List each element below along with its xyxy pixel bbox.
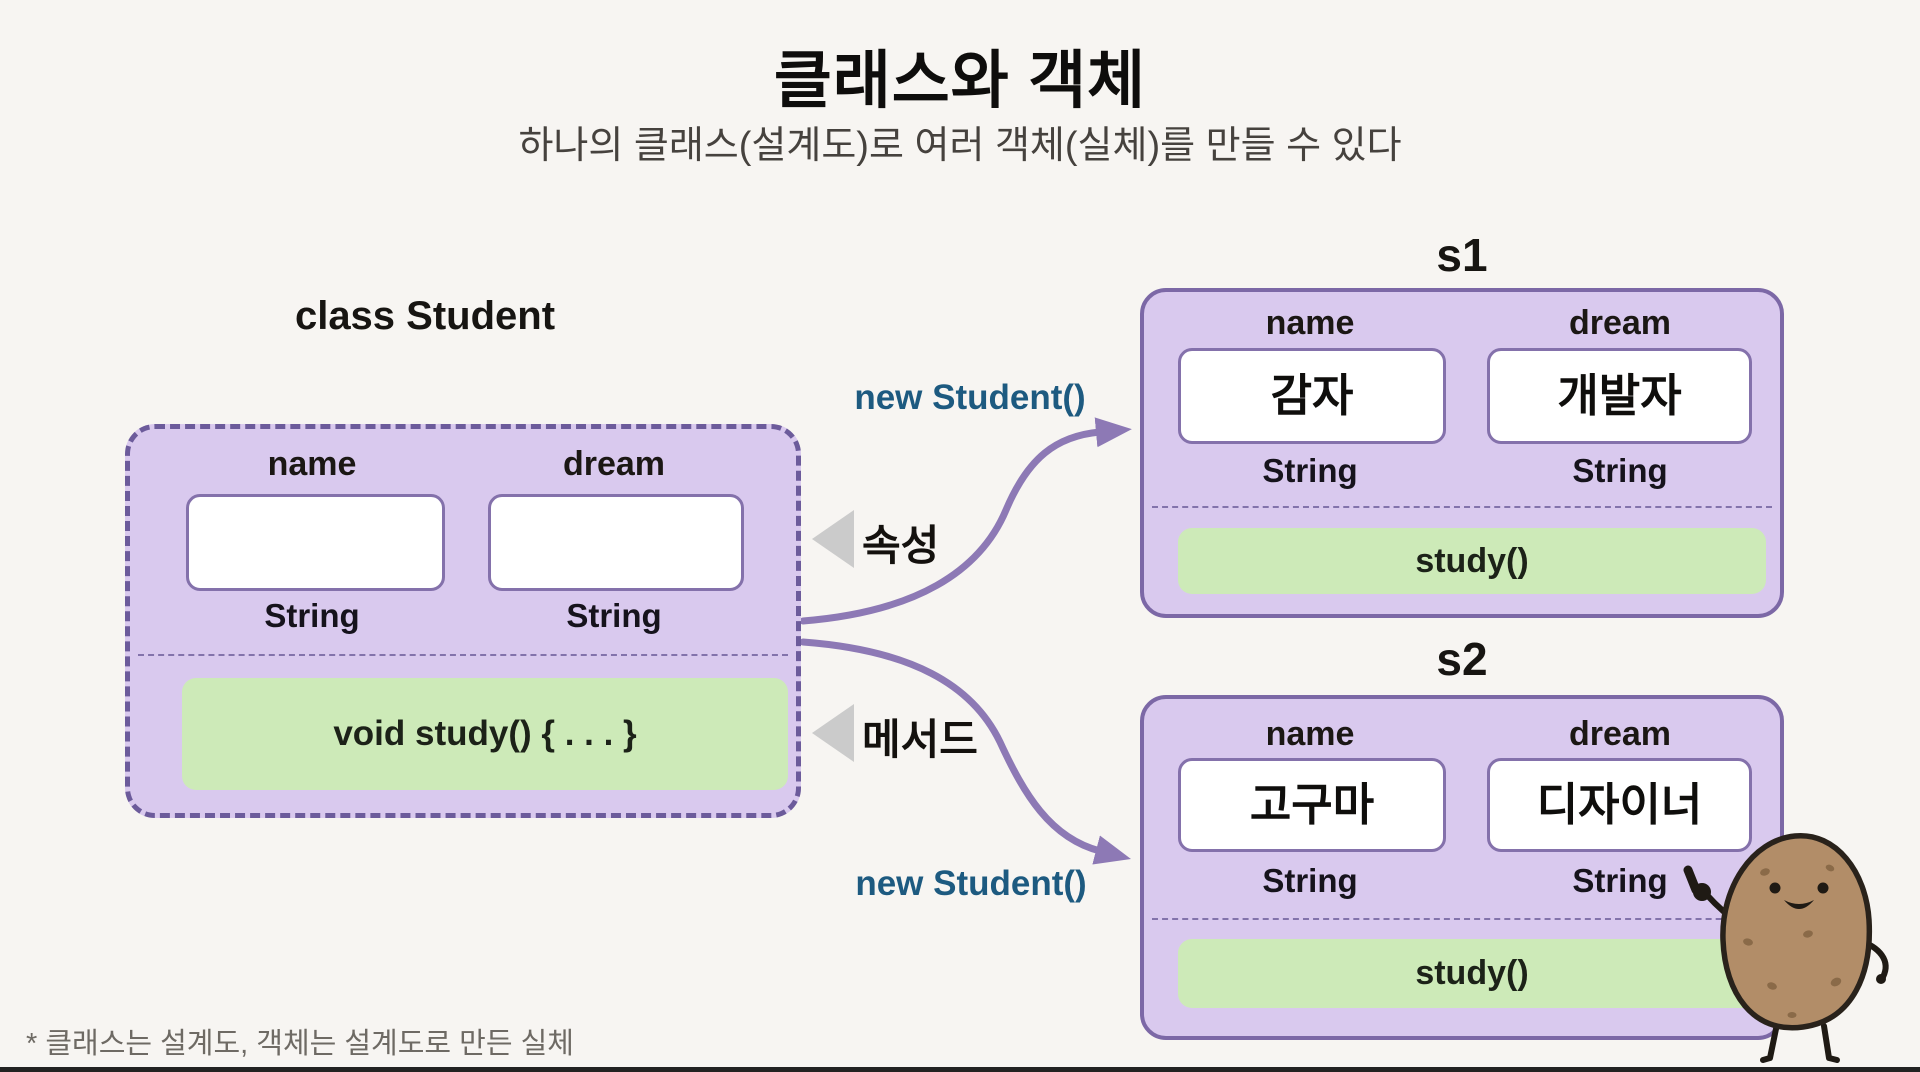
s1-dream-type: String [1572,452,1668,489]
arrow-to-s1 [799,417,1132,625]
s2-name-value-box: 고구마 [1178,758,1446,852]
class-section-divider [138,654,788,656]
class-title: class Student [294,294,556,338]
class-field-name-type: String [264,597,360,634]
new-student-call-bottom: new Student() [855,864,1087,903]
s1-section-divider [1152,506,1772,508]
attribute-pointer-icon [812,510,854,568]
s2-field-name-label: name [1265,715,1355,753]
object-s1-box: name dream 감자 개발자 String String study() [1140,288,1784,618]
page-subtitle: 하나의 클래스(설계도)로 여러 객체(실체)를 만들 수 있다 [518,125,1402,167]
method-pointer-icon [812,704,854,762]
attribute-label: 속성 [862,522,940,569]
potato-mascot [1683,833,1889,1063]
class-field-dream-value-box [488,494,744,591]
class-student-box: name dream String String void study() { … [125,424,801,818]
class-field-dream-label: dream [562,445,666,483]
s2-dream-value-box: 디자이너 [1487,758,1752,852]
page-title: 클래스와 객체 [773,46,1147,116]
class-method-box: void study() { . . . } [182,678,788,790]
object-s2-title: s2 [1436,633,1488,685]
s2-field-dream-label: dream [1568,715,1672,753]
s1-name-value-box: 감자 [1178,348,1446,444]
s1-field-name-label: name [1265,304,1355,342]
s2-section-divider [1152,918,1772,920]
s1-method-box: study() [1178,528,1766,594]
bottom-edge-strip [0,1067,1920,1072]
s2-dream-type: String [1572,862,1668,899]
s1-dream-value-box: 개발자 [1487,348,1752,444]
arrow-to-s2 [799,638,1131,865]
footnote: * 클래스는 설계도, 객체는 설계도로 만든 실체 [26,1028,574,1060]
s2-method-box: study() [1178,939,1766,1008]
class-field-dream-type: String [566,597,662,634]
method-label: 메서드 [862,716,978,763]
s1-name-type: String [1262,452,1358,489]
object-s2-box: name dream 고구마 디자이너 String String study(… [1140,695,1784,1040]
s2-name-type: String [1262,862,1358,899]
class-field-name-label: name [267,445,357,483]
s1-field-dream-label: dream [1568,304,1672,342]
new-student-call-top: new Student() [854,378,1086,417]
class-field-name-value-box [186,494,445,591]
object-s1-title: s1 [1436,229,1488,281]
